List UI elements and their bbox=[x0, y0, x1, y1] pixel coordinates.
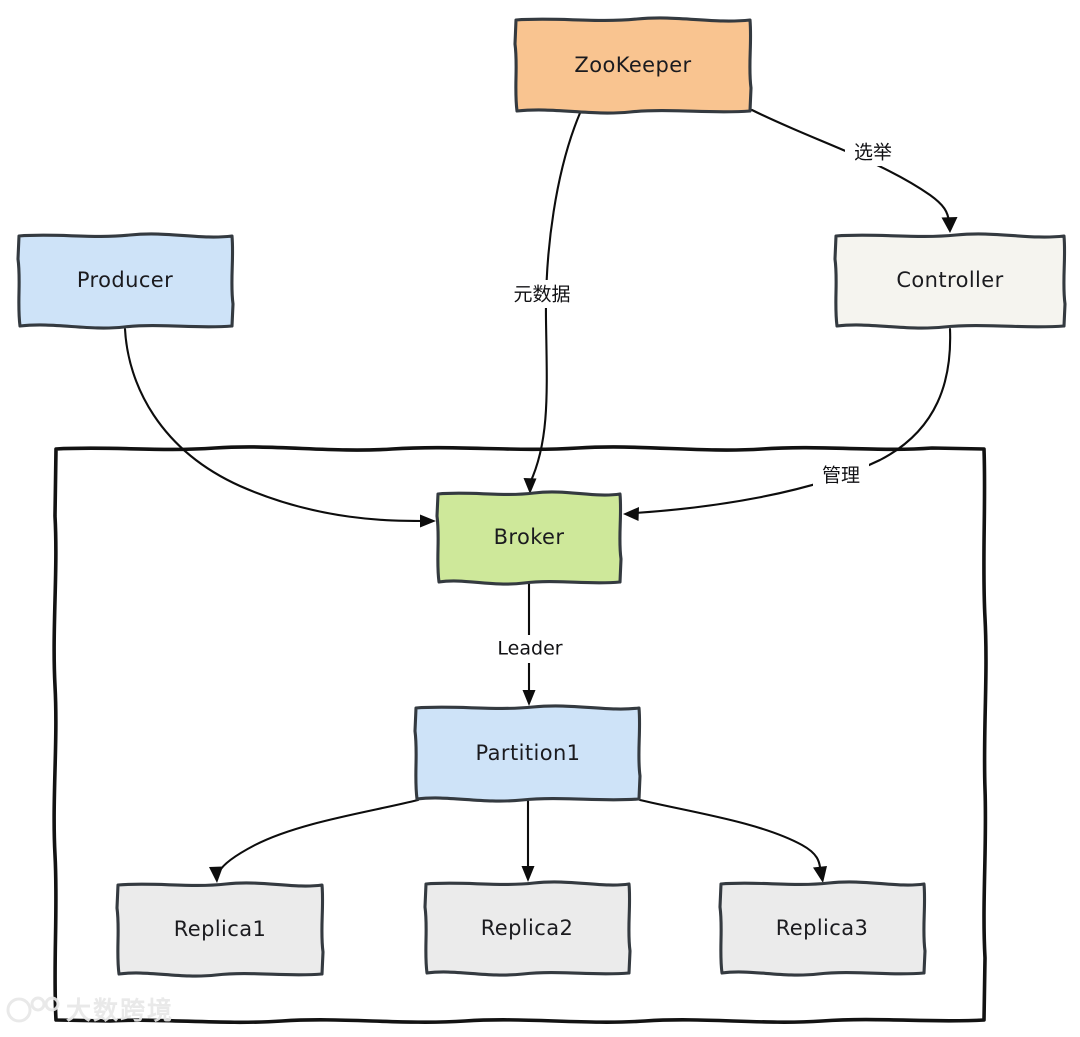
node-replica2[interactable]: Replica2 bbox=[423, 880, 632, 977]
node-replica2-label: Replica2 bbox=[481, 916, 574, 940]
node-broker-label: Broker bbox=[494, 525, 565, 549]
edge-zookeeper-to-broker bbox=[523, 111, 582, 494]
node-replica1[interactable]: Replica1 bbox=[115, 881, 325, 978]
node-broker-shape bbox=[435, 490, 623, 586]
node-replica1-label: Replica1 bbox=[174, 917, 267, 941]
node-broker[interactable]: Broker bbox=[435, 490, 623, 586]
node-replica3[interactable]: Replica3 bbox=[718, 880, 927, 977]
node-controller[interactable]: Controller bbox=[833, 232, 1067, 330]
node-producer[interactable]: Producer bbox=[16, 232, 235, 330]
edge-producer-to-broker bbox=[123, 327, 436, 528]
node-zookeeper-label: ZooKeeper bbox=[574, 53, 691, 77]
edge-zookeeper-to-controller bbox=[750, 108, 958, 233]
node-controller-shape bbox=[833, 232, 1067, 330]
node-replica1-shape bbox=[115, 881, 325, 978]
node-zookeeper[interactable]: ZooKeeper bbox=[513, 16, 753, 115]
node-partition1[interactable]: Partition1 bbox=[413, 704, 642, 803]
edge-label-metadata-text: 元数据 bbox=[513, 284, 570, 306]
edge-controller-to-broker bbox=[623, 327, 952, 521]
edge-partition1-to-replica1 bbox=[209, 798, 420, 883]
node-controller-label: Controller bbox=[896, 268, 1003, 292]
edge-label-election-text: 选举 bbox=[854, 142, 892, 164]
edge-label-manage-text: 管理 bbox=[822, 465, 860, 487]
node-producer-label: Producer bbox=[77, 268, 173, 292]
edge-label-metadata: 元数据 bbox=[500, 280, 584, 308]
node-replica3-label: Replica3 bbox=[776, 916, 869, 940]
edge-label-election: 选举 bbox=[845, 138, 901, 166]
node-replica2-shape bbox=[423, 880, 632, 977]
node-replica3-shape bbox=[718, 880, 927, 977]
node-partition1-label: Partition1 bbox=[476, 741, 581, 765]
broker-cluster-container bbox=[52, 445, 988, 1025]
edge-label-leader: Leader bbox=[486, 635, 574, 663]
edge-partition1-to-replica2 bbox=[521, 799, 535, 882]
node-producer-shape bbox=[16, 232, 235, 330]
edge-label-leader-text: Leader bbox=[497, 638, 562, 660]
node-zookeeper-shape bbox=[513, 16, 753, 115]
watermark: 大数跨境 bbox=[6, 996, 174, 1025]
edge-partition1-to-replica3 bbox=[638, 798, 827, 883]
node-partition1-shape bbox=[413, 704, 642, 803]
edge-label-manage: 管理 bbox=[813, 461, 869, 489]
watermark-text: 大数跨境 bbox=[66, 996, 174, 1025]
